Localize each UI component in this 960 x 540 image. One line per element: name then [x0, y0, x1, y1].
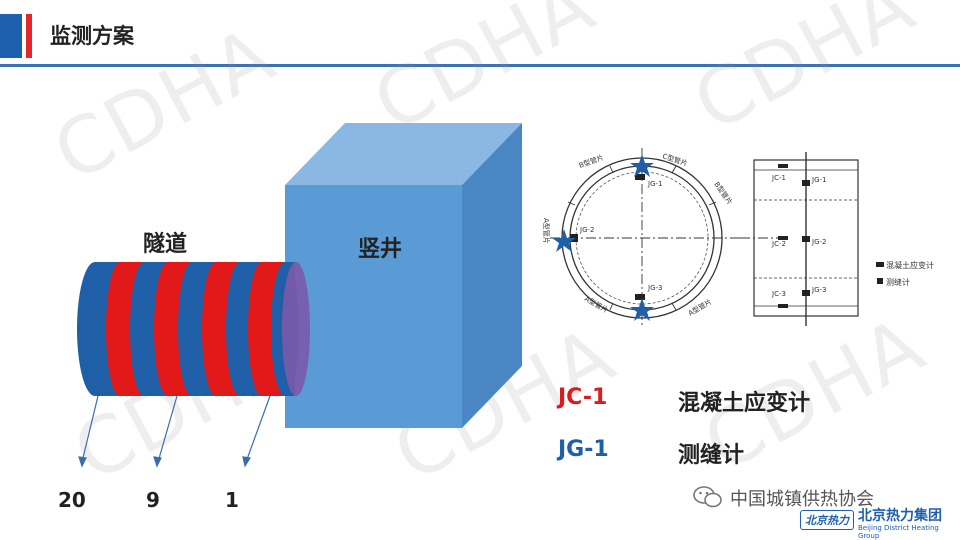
- segment-label: A型管片: [542, 218, 551, 244]
- company-logo-name: 北京热力集团: [858, 508, 942, 524]
- shaft-front-face: [285, 185, 462, 428]
- tunnel-cylinder: [77, 262, 310, 396]
- ring-number: 1: [225, 488, 239, 512]
- gauge-label: JG-2: [579, 226, 594, 234]
- legend-code-jc: JC-1: [558, 385, 608, 410]
- gauge-label: JG-1: [647, 180, 662, 188]
- side-label: JG-1: [811, 176, 826, 184]
- ring-pointers: [78, 395, 271, 468]
- wechat-icon: [693, 486, 722, 508]
- side-label: JG-2: [811, 238, 826, 246]
- segment-label: A型管片: [583, 294, 610, 315]
- side-label: JC-1: [771, 174, 786, 182]
- side-label: JG-3: [811, 286, 826, 294]
- shaft-side-face: [462, 123, 522, 428]
- gauge-label: JG-3: [647, 284, 662, 292]
- side-label: JC-2: [771, 240, 786, 248]
- wechat-account-name: 中国城镇供热协会: [730, 489, 874, 510]
- side-label: JC-3: [771, 290, 786, 298]
- company-logo-subtitle: Beijing District Heating Group: [858, 524, 939, 540]
- header-accent-blue: [0, 14, 22, 58]
- legend-text-jg: 测缝计: [678, 443, 745, 468]
- ring-number: 20: [58, 488, 86, 512]
- legend-code-jg: JG-1: [558, 437, 609, 462]
- segment-label: A型管片: [687, 297, 714, 318]
- page-title: 监测方案: [50, 24, 134, 48]
- section-drawing: B型管片 C型管片 B型管片 A型管片 A型管片 A型管片 JG-1 JG-2 …: [542, 148, 934, 326]
- shaft-label: 竖井: [358, 237, 403, 262]
- header-accent-red: [26, 14, 32, 58]
- tunnel-label: 隧道: [143, 232, 188, 257]
- legend-text-jc: 混凝土应变计: [678, 391, 811, 416]
- ring-number: 9: [146, 488, 160, 512]
- header-divider: [0, 64, 960, 67]
- shaft-top-face: [285, 123, 522, 185]
- small-legend-item: 混凝土应变计: [886, 260, 934, 270]
- segment-label: B型管片: [578, 153, 605, 170]
- small-legend-item: 测缝计: [886, 277, 910, 287]
- company-logo-mark: 北京热力: [800, 510, 854, 530]
